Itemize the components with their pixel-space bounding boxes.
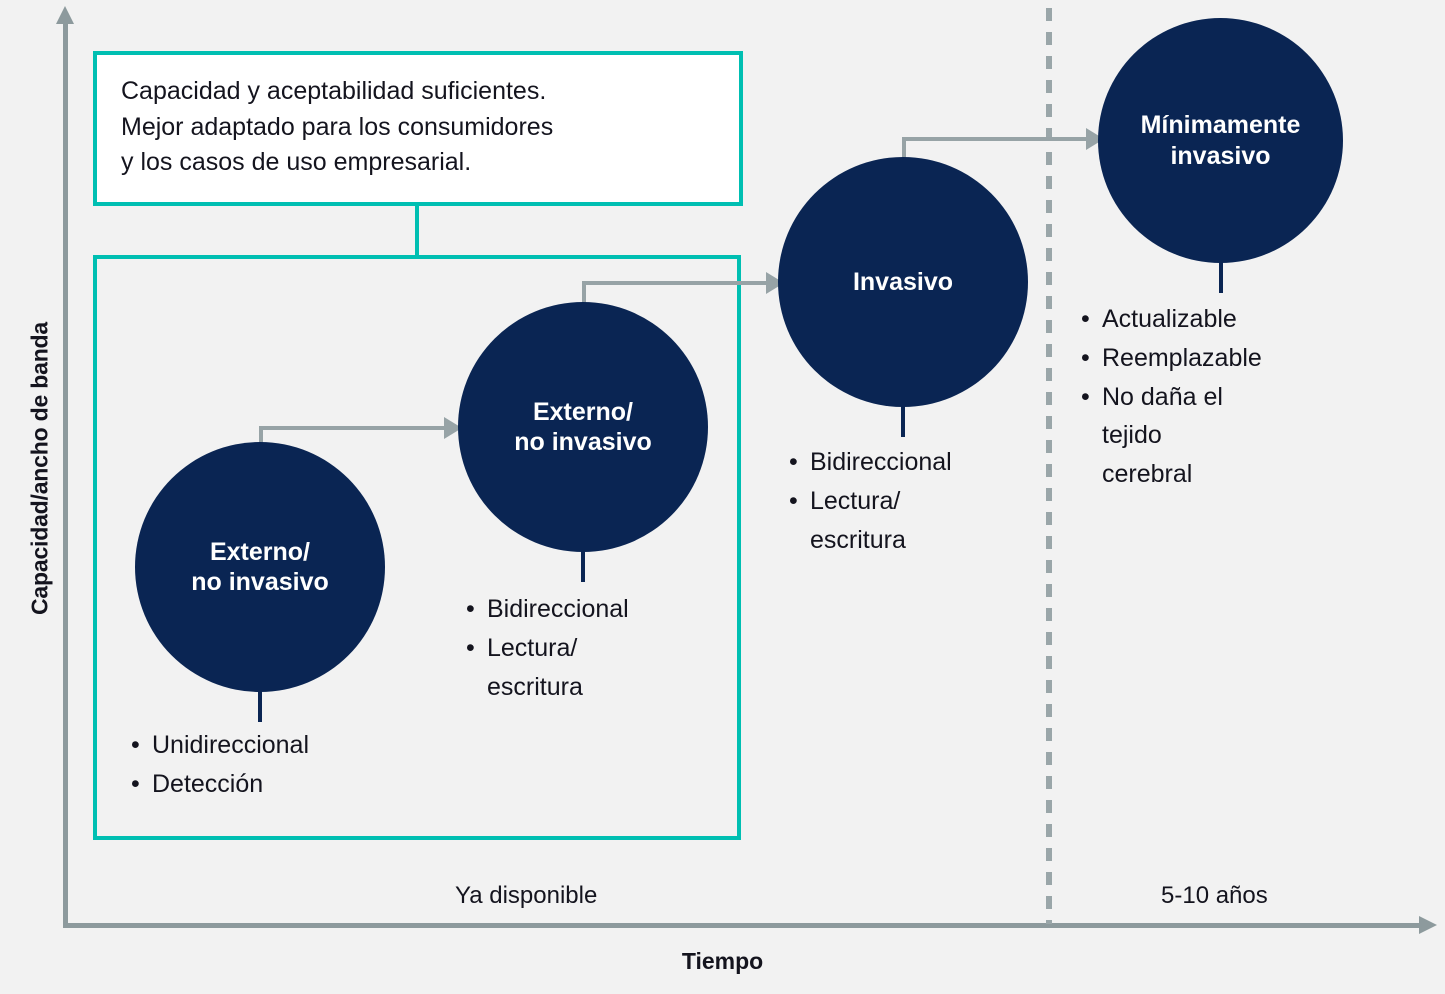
list-item: Reemplazable — [1080, 339, 1262, 378]
callout-box: Capacidad y aceptabilidad suficientes. M… — [93, 51, 743, 206]
callout-connector-stem — [415, 206, 419, 257]
node-stem — [901, 403, 905, 437]
x-axis-arrow-icon — [1419, 916, 1437, 934]
connector-node2-to-node3-horizontal — [582, 281, 771, 285]
list-item: Unidireccional — [130, 726, 309, 765]
connector-node1-to-node2-vertical — [259, 426, 263, 452]
list-item: Lectura/ escritura — [465, 629, 629, 707]
node-bullet-list: Actualizable Reemplazable No daña el tej… — [1080, 300, 1262, 494]
node-stem — [581, 548, 585, 582]
node-bullet-list: Unidireccional Detección — [130, 726, 309, 804]
y-axis-line — [63, 22, 68, 928]
node-bullet-list: Bidireccional Lectura/ escritura — [788, 443, 952, 559]
connector-node3-to-node4-horizontal — [902, 137, 1092, 141]
era-divider-dashed-line — [1046, 8, 1052, 924]
x-axis-label: Tiempo — [681, 948, 764, 974]
connector-node2-to-node3-vertical — [582, 281, 586, 307]
connector-node1-to-node2-horizontal — [259, 426, 448, 430]
y-axis-label: Capacidad/ancho de banda — [26, 322, 53, 615]
era-label-now: Ya disponible — [455, 882, 598, 909]
node-stem — [258, 688, 262, 722]
y-axis-arrow-icon — [56, 6, 74, 24]
x-axis-line — [63, 923, 1423, 928]
node-stem — [1219, 259, 1223, 293]
available-today-group-frame — [93, 255, 741, 840]
era-label-future: 5-10 años — [1161, 882, 1268, 909]
connector-node1-to-node2-arrow-icon — [444, 417, 462, 439]
list-item: Detección — [130, 765, 309, 804]
list-item: Bidireccional — [788, 443, 952, 482]
list-item: Lectura/ escritura — [788, 482, 952, 560]
callout-text: Capacidad y aceptabilidad suficientes. M… — [121, 77, 554, 176]
node-circle-label[interactable]: Externo/ no invasivo — [458, 302, 708, 552]
list-item: No daña el tejido cerebral — [1080, 378, 1262, 494]
node-circle-label[interactable]: Invasivo — [778, 157, 1028, 407]
node-circle-label[interactable]: Mínimamente invasivo — [1098, 18, 1343, 263]
connector-node3-to-node4-vertical — [902, 137, 906, 163]
list-item: Actualizable — [1080, 300, 1262, 339]
list-item: Bidireccional — [465, 590, 629, 629]
node-circle-label[interactable]: Externo/ no invasivo — [135, 442, 385, 692]
node-bullet-list: Bidireccional Lectura/ escritura — [465, 590, 629, 706]
